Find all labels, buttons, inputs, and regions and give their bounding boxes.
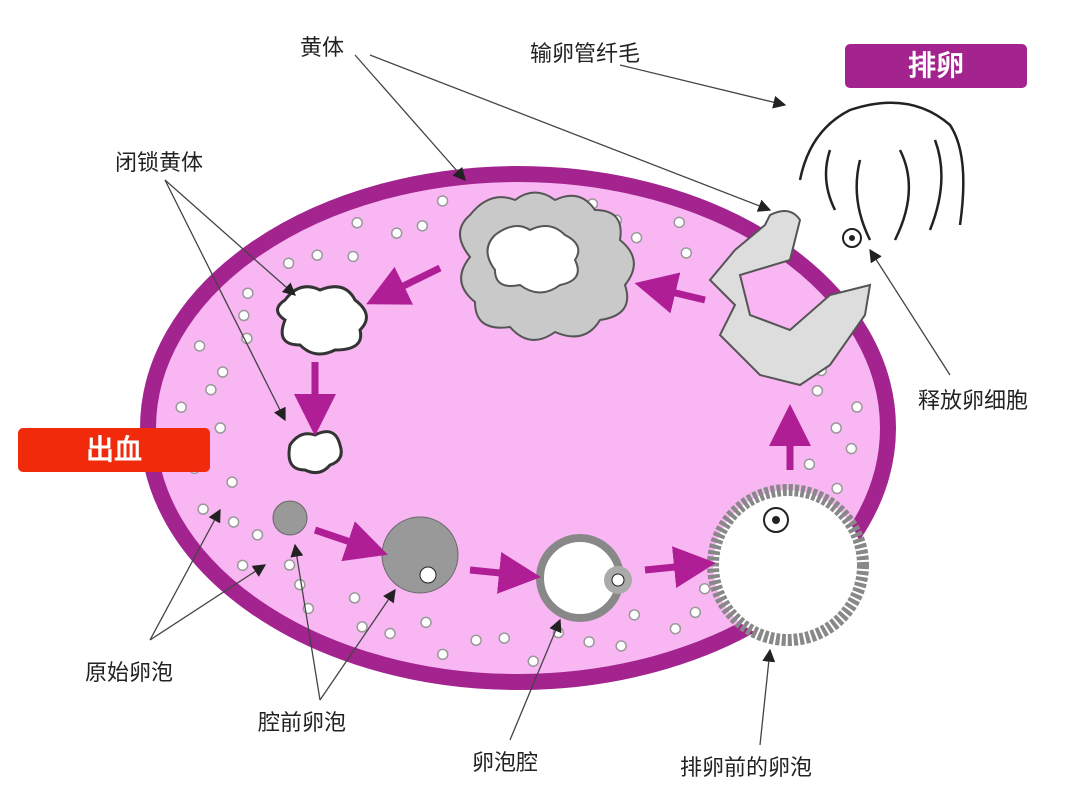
primordial-follicle-dot: [673, 216, 685, 229]
primordial-follicle-dot: [241, 332, 253, 345]
primordial-follicle-dot: [698, 582, 711, 595]
label-corpus-luteum: 黄体: [300, 36, 345, 61]
primordial-follicle-dot: [384, 627, 396, 640]
primordial-follicle-dot: [294, 578, 306, 591]
cycle-arrows: [294, 264, 811, 594]
primordial-follicle-dot: [348, 592, 361, 604]
primordial-follicle-dot: [390, 227, 403, 239]
primordial-follicle-dot: [470, 634, 482, 647]
label-release-egg: 释放卵细胞: [918, 389, 1029, 414]
primordial-follicle-dot: [689, 606, 702, 619]
label-corpus-atreticum: 闭锁黄体: [115, 151, 204, 176]
corpus-atreticum: [276, 285, 368, 356]
primordial-follicle-dot: [214, 422, 227, 434]
primordial-follicle-dot: [811, 384, 824, 397]
primordial-follicle-dot: [205, 383, 217, 396]
primordial-follicle-dot: [197, 503, 209, 515]
primordial-follicle-dot: [226, 476, 238, 488]
preantral-follicle-small: [272, 500, 308, 536]
primordial-follicle-dot: [669, 622, 682, 635]
primordial-follicle-dot: [311, 249, 323, 261]
primordial-follicle-dot: [436, 648, 449, 661]
label-preantral-follicle: 腔前卵泡: [258, 711, 347, 736]
primordial-follicle-dot: [851, 401, 863, 413]
preantral-follicle: [381, 516, 459, 594]
primordial-follicle-dot: [583, 636, 595, 648]
primordial-follicle-dot: [282, 257, 295, 270]
primordial-follicle-dot: [236, 559, 249, 572]
primordial-follicle-dot: [680, 247, 693, 259]
primordial-follicle-dot: [347, 250, 359, 263]
label-antrum: 卵泡腔: [472, 751, 539, 776]
primordial-follicle-dot: [630, 231, 643, 244]
primordial-follicle-dot: [420, 616, 432, 629]
primordial-follicle-dot: [283, 559, 296, 571]
primordial-follicle-dot: [830, 422, 842, 434]
primordial-follicle-dot: [527, 655, 540, 667]
primordial-follicle-dot: [628, 609, 641, 621]
primordial-follicle-dot: [175, 401, 187, 413]
fimbriae: [798, 101, 965, 241]
primordial-follicle-dot: [356, 621, 368, 633]
primordial-follicle-dot: [351, 217, 363, 229]
primordial-follicle-dot: [227, 516, 240, 528]
label-fimbriae: 输卵管纤毛: [530, 42, 641, 67]
preovulatory-follicle: [707, 484, 869, 646]
ovulation-badge: 排卵: [845, 44, 1027, 88]
primordial-follicle-dot: [416, 220, 429, 232]
label-primordial-follicle: 原始卵泡: [85, 661, 174, 686]
primordial-follicle-dot: [845, 442, 858, 455]
primordial-follicle-dot: [242, 287, 254, 299]
bleeding-badge: 出血: [18, 428, 210, 472]
primordial-follicle-dot: [216, 366, 229, 378]
primordial-follicle-dot: [615, 640, 627, 652]
primordial-follicle-dot: [831, 482, 843, 495]
primordial-follicle-dot: [803, 458, 816, 471]
corpus-luteum-core: [486, 225, 580, 294]
label-preovulatory-follicle: 排卵前的卵泡: [680, 756, 813, 781]
pointer-lines: [149, 54, 951, 746]
primordial-follicle-dot: [251, 529, 264, 541]
ruptured-follicle: [708, 210, 872, 387]
primordial-follicle-dot: [238, 309, 250, 322]
primordial-follicle-dot: [193, 340, 206, 352]
primordial-follicle-dot: [498, 632, 511, 644]
primordial-follicle-dot: [436, 195, 449, 207]
